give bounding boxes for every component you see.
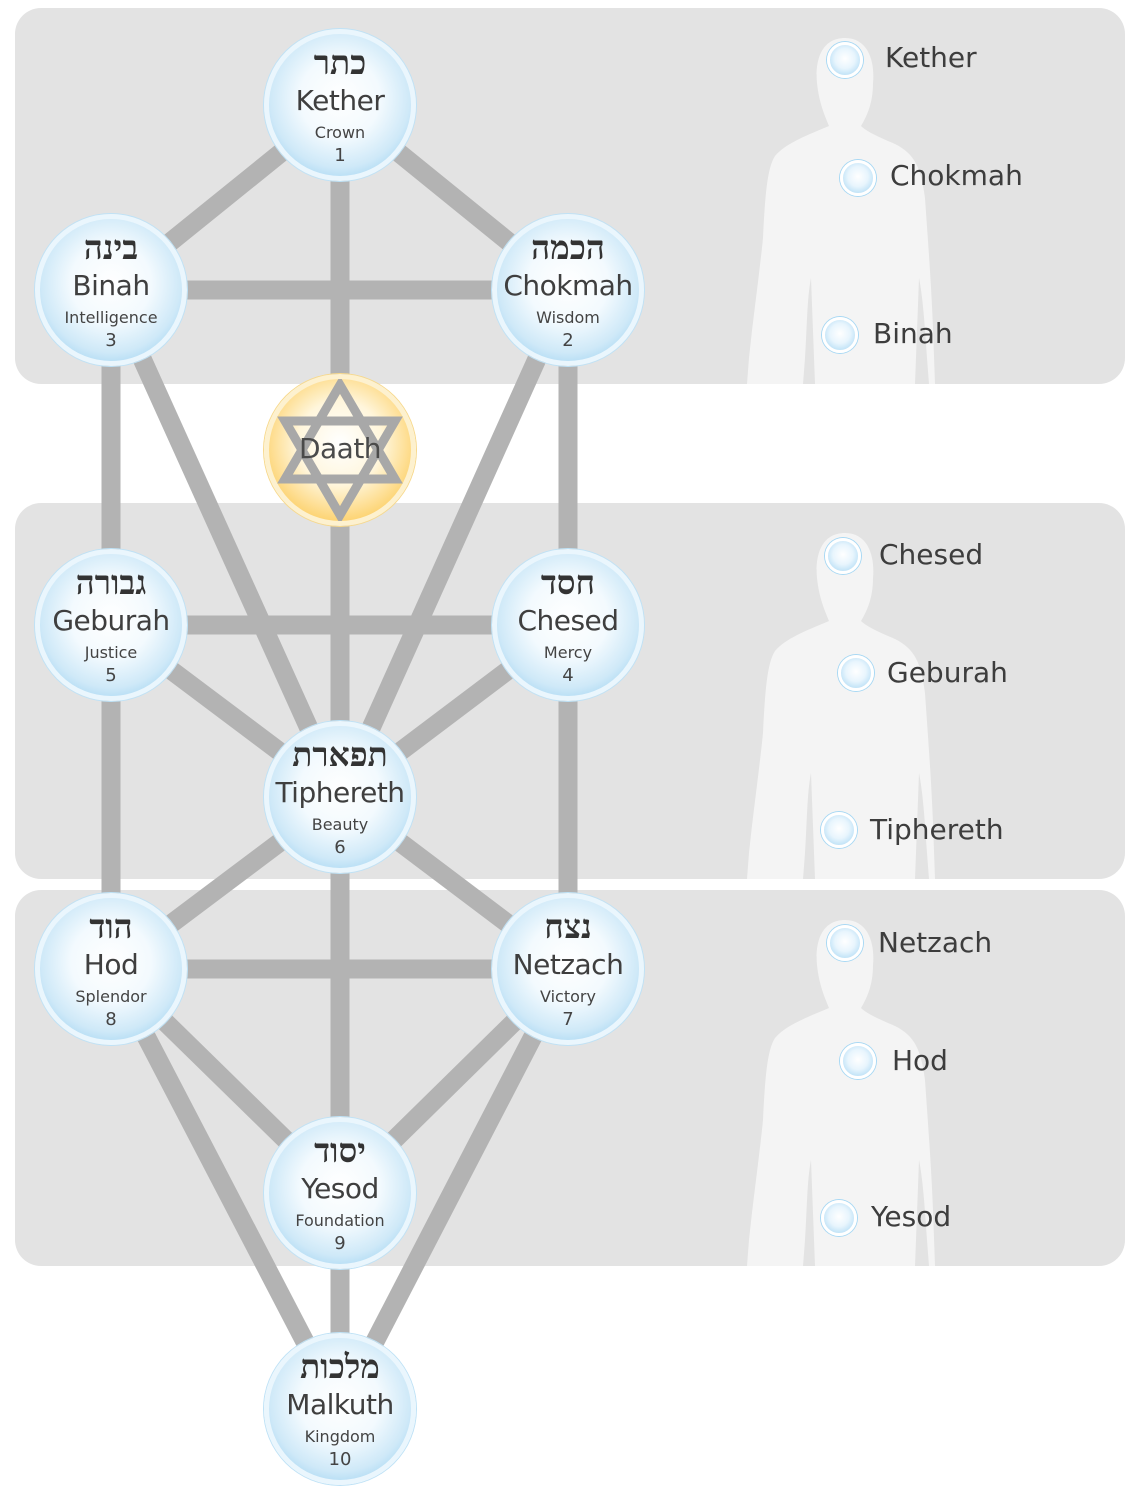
sephirah-meaning: Mercy — [543, 643, 593, 662]
sephirah-hod: הוד Hod Splendor 8 — [35, 893, 187, 1045]
sephirah-number: 6 — [334, 837, 346, 858]
hebrew-name: תפארת — [292, 735, 388, 774]
sephirah-name: Hod — [83, 948, 139, 981]
sephirah-number: 10 — [328, 1449, 352, 1470]
hebrew-name: בינה — [83, 228, 139, 267]
sephirah-meaning: Crown — [314, 123, 366, 142]
sephirah-name: Yesod — [301, 1172, 379, 1205]
sephirah-number: 5 — [105, 665, 117, 686]
path-hod-malkuth — [102, 964, 349, 1414]
body-dot-binah — [822, 317, 858, 353]
hebrew-name: גבורה — [75, 563, 147, 602]
human-silhouette-middle — [747, 533, 935, 879]
body-label-kether: Kether — [885, 41, 977, 74]
sephirah-chesed: חסד Chesed Mercy 4 — [492, 549, 644, 701]
sephirah-number: 8 — [105, 1009, 117, 1030]
hebrew-name: מלכות — [300, 1347, 380, 1386]
body-label-geburah: Geburah — [887, 656, 1008, 689]
human-silhouette-upper — [747, 38, 935, 384]
sephirah-name: Binah — [72, 269, 150, 302]
hebrew-name: הוד — [89, 907, 133, 946]
sephirah-number: 3 — [105, 330, 117, 351]
body-dot-hod — [840, 1043, 876, 1079]
body-dot-netzach — [827, 925, 863, 961]
human-silhouette-lower — [747, 920, 935, 1266]
sephirah-geburah: גבורה Geburah Justice 5 — [35, 549, 187, 701]
sephirah-meaning: Justice — [84, 643, 138, 662]
body-label-yesod: Yesod — [871, 1200, 952, 1233]
sephirah-yesod: יסוד Yesod Foundation 9 — [264, 1117, 416, 1269]
sephirah-number: 9 — [334, 1233, 346, 1254]
body-dot-chokmah — [840, 160, 876, 196]
body-dot-kether — [827, 42, 863, 78]
body-label-tiphereth: Tiphereth — [870, 813, 1004, 846]
sephirah-meaning: Victory — [540, 987, 596, 1006]
sephirah-number: 4 — [562, 665, 574, 686]
sephirah-kether: כתר Kether Crown 1 — [264, 29, 416, 181]
body-dot-tiphereth — [821, 812, 857, 848]
body-dot-yesod — [821, 1200, 857, 1236]
sephirah-meaning: Intelligence — [64, 308, 158, 327]
sephirah-name: Malkuth — [286, 1388, 394, 1421]
sephirah-name: Chesed — [517, 604, 619, 637]
body-label-binah: Binah — [873, 317, 953, 350]
body-label-netzach: Netzach — [878, 926, 993, 959]
hebrew-name: הכמה — [531, 228, 605, 267]
body-dot-chesed — [825, 538, 861, 574]
sephirah-meaning: Wisdom — [536, 308, 600, 327]
hebrew-name: חסד — [540, 563, 596, 602]
path-binah-tiphereth — [102, 286, 349, 801]
hebrew-name: נצח — [544, 907, 592, 946]
sephirah-name: Kether — [295, 84, 385, 117]
sephirah-chokmah: הכמה Chokmah Wisdom 2 — [492, 214, 644, 366]
sephirah-netzach: נצח Netzach Victory 7 — [492, 893, 644, 1045]
path-netzach-malkuth — [331, 964, 577, 1414]
star-of-david-icon — [277, 379, 403, 521]
hebrew-name: יסוד — [314, 1131, 366, 1170]
sephirah-meaning: Kingdom — [304, 1427, 376, 1446]
daath-node: Daath — [264, 374, 416, 526]
sephirah-meaning: Foundation — [295, 1211, 385, 1230]
daath-name: Daath — [298, 432, 382, 465]
sephirah-meaning: Beauty — [311, 815, 369, 834]
sephirah-name: Netzach — [512, 948, 624, 981]
body-label-hod: Hod — [892, 1044, 948, 1077]
body-label-chokmah: Chokmah — [890, 159, 1023, 192]
sephirah-meaning: Splendor — [75, 987, 147, 1006]
sephirah-number: 1 — [334, 145, 346, 166]
body-label-chesed: Chesed — [879, 538, 984, 571]
sephirah-name: Tiphereth — [275, 776, 405, 809]
body-dot-geburah — [838, 655, 874, 691]
sephirah-number: 2 — [562, 330, 574, 351]
sephirah-name: Geburah — [52, 604, 170, 637]
sephirah-binah: בינה Binah Intelligence 3 — [35, 214, 187, 366]
sephirah-number: 7 — [562, 1009, 574, 1030]
sephirah-name: Chokmah — [503, 269, 633, 302]
sephirah-malkuth: מלכות Malkuth Kingdom 10 — [264, 1333, 416, 1485]
path-chokmah-tiphereth — [331, 286, 577, 801]
hebrew-name: כתר — [313, 43, 367, 82]
sephirah-tiphereth: תפארת Tiphereth Beauty 6 — [264, 721, 416, 873]
